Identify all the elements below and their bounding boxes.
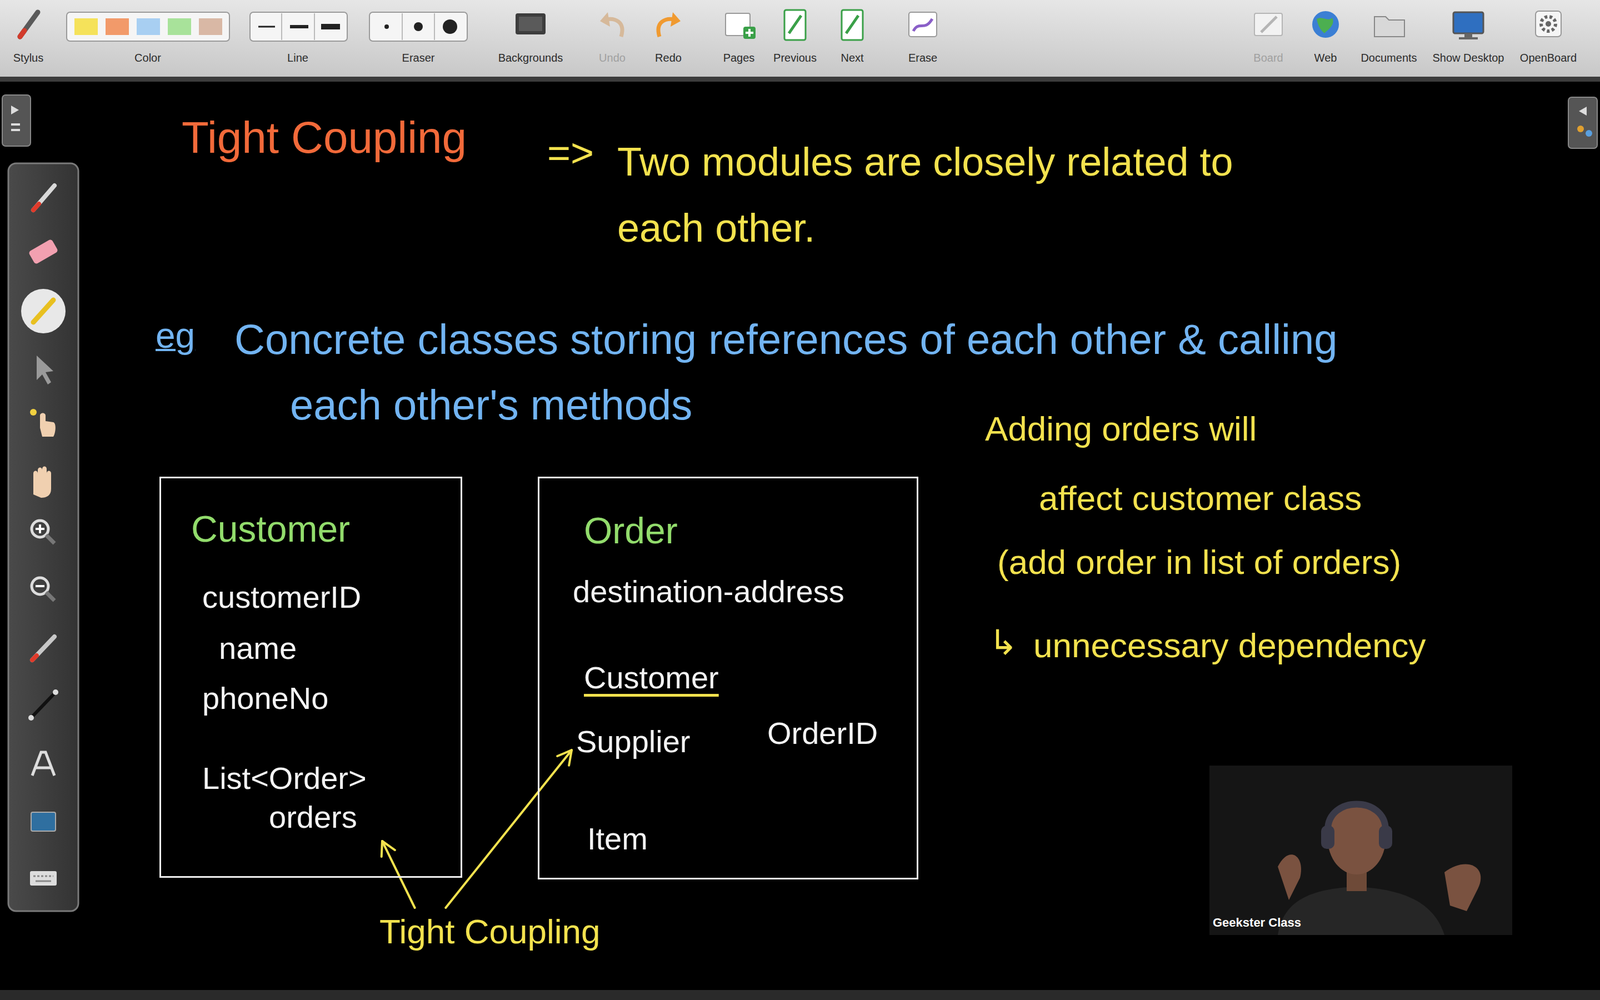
field-name: phoneNo bbox=[202, 679, 329, 717]
toolbar-label: Documents bbox=[1360, 51, 1417, 65]
field-name: OrderID bbox=[767, 714, 878, 752]
toolbar-label: Show Desktop bbox=[1432, 51, 1505, 65]
field-name: Item bbox=[587, 820, 648, 858]
field-name: customerID bbox=[202, 578, 362, 616]
toolbar-label: Pages bbox=[723, 51, 755, 65]
side-note: Adding orders will bbox=[985, 408, 1257, 450]
leader-arrow bbox=[381, 841, 415, 908]
toolbar-label: Previous bbox=[773, 51, 817, 65]
implies-arrow: => bbox=[547, 128, 594, 177]
callout-label: Tight Coupling bbox=[379, 911, 601, 953]
field-name: name bbox=[218, 629, 297, 667]
toolbar-label: Redo bbox=[655, 51, 682, 65]
tool-palette bbox=[8, 163, 79, 912]
side-note: affect customer class bbox=[1038, 477, 1362, 519]
toolbar-label: OpenBoard bbox=[1520, 51, 1577, 65]
toolbar-label: Eraser bbox=[402, 51, 435, 65]
toolbar-label: Undo bbox=[598, 51, 626, 65]
webcam-frame: Geekster Class bbox=[1209, 765, 1513, 940]
webcam-caption: Geekster Class bbox=[1212, 915, 1302, 930]
class-box: Order destination-addressCustomerSupplier… bbox=[537, 476, 919, 880]
side-note: (add order in list of orders) bbox=[997, 541, 1402, 583]
field-name: Supplier bbox=[576, 722, 690, 760]
toolbar-label: Color bbox=[134, 51, 162, 65]
class-name: Customer bbox=[191, 507, 350, 552]
bottom-bar bbox=[0, 990, 1600, 1000]
definition-note: Two modules are closely related to each … bbox=[617, 128, 1284, 262]
field-name: Customer bbox=[583, 658, 719, 697]
toolbar-label: Backgrounds bbox=[498, 51, 564, 65]
class-name: Order bbox=[583, 508, 678, 553]
class-box: Customer customerID name phoneNoList<Order>… bbox=[159, 476, 463, 878]
toolbar-label: Board bbox=[1253, 51, 1283, 65]
toolbar-label: Stylus bbox=[13, 51, 44, 65]
toolbar-label: Web bbox=[1314, 51, 1338, 65]
title-text: Tight Coupling bbox=[181, 111, 467, 165]
field-name: List<Order> orders bbox=[202, 758, 386, 837]
leader-arrow bbox=[445, 750, 572, 908]
arrow-symbol: ↳ bbox=[988, 622, 1018, 664]
toolbar-label: Next bbox=[840, 51, 864, 65]
side-note: unnecessary dependency bbox=[1033, 625, 1427, 667]
example-tag: eg bbox=[155, 314, 195, 358]
toolbar bbox=[0, 0, 1600, 82]
webcam-feed bbox=[1209, 765, 1513, 935]
field-name: destination-address bbox=[572, 572, 845, 610]
toolbar-label: Erase bbox=[908, 51, 938, 65]
toolbar-label: Line bbox=[287, 51, 309, 65]
